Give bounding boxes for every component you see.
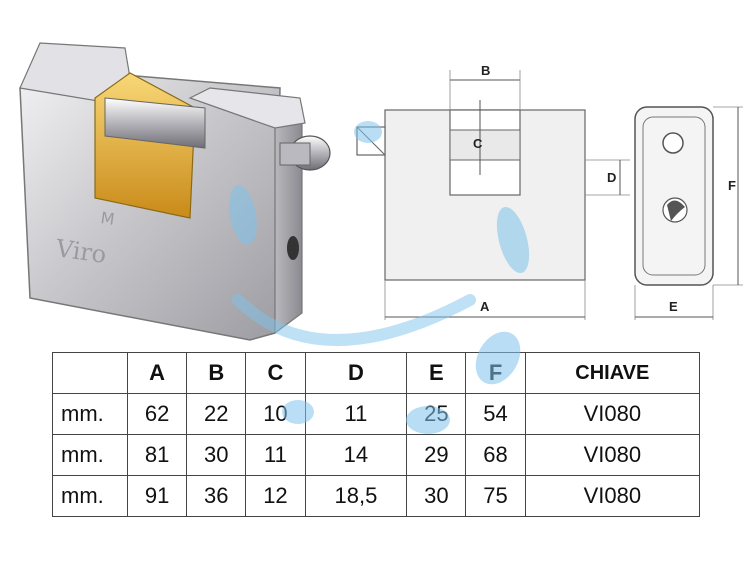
dimension-drawing: B C D A F E [356, 63, 743, 320]
dimension-label-c: C [473, 136, 483, 151]
table-cell: 14 [304, 434, 408, 476]
table-header-cell: C [245, 352, 306, 394]
dimension-label-a: A [480, 299, 490, 314]
table-cell: 54 [465, 393, 526, 435]
dimension-label-f: F [728, 178, 736, 193]
table-row: mm. 62 22 10 11 25 54 VI080 [52, 393, 701, 435]
table-cell: mm. [52, 475, 128, 517]
table-cell: 22 [186, 393, 247, 435]
dimensions-table: A B C D E F CHIAVE mm. 62 22 10 11 25 54… [52, 352, 701, 517]
table-cell: 75 [465, 475, 526, 517]
table-cell: VI080 [524, 475, 701, 517]
table-cell: 81 [126, 434, 188, 476]
table-cell: 62 [126, 393, 188, 435]
table-cell: 10 [245, 393, 306, 435]
table-cell: 11 [304, 393, 408, 435]
table-header-cell: CHIAVE [524, 352, 701, 394]
table-cell: 36 [186, 475, 247, 517]
dimension-label-e: E [669, 299, 678, 314]
table-header-row: A B C D E F CHIAVE [52, 352, 701, 394]
dimension-label-d: D [607, 170, 616, 185]
table-cell: 18,5 [304, 475, 408, 517]
table-header-cell: D [304, 352, 408, 394]
table-row: mm. 81 30 11 14 29 68 VI080 [52, 434, 701, 476]
table-cell: VI080 [524, 434, 701, 476]
table-cell: 11 [245, 434, 306, 476]
table-cell: 68 [465, 434, 526, 476]
side-view-body [634, 106, 714, 286]
table-cell: 12 [245, 475, 306, 517]
table-cell: 30 [406, 475, 467, 517]
table-row: mm. 91 36 12 18,5 30 75 VI080 [52, 475, 701, 517]
table-cell: 91 [126, 475, 188, 517]
table-cell: 30 [186, 434, 247, 476]
table-header-cell: B [186, 352, 247, 394]
table-header-cell: E [406, 352, 467, 394]
table-cell: mm. [52, 434, 128, 476]
table-header-cell [52, 352, 128, 394]
table-header-cell: F [465, 352, 526, 394]
padlock-mark-engraving: M [99, 208, 115, 229]
table-cell: VI080 [524, 393, 701, 435]
padlock-photo: Viro M [19, 42, 331, 341]
table-cell: 29 [406, 434, 467, 476]
dimension-label-b: B [481, 63, 490, 78]
table-cell: mm. [52, 393, 128, 435]
table-cell: 25 [406, 393, 467, 435]
table-header-cell: A [126, 352, 188, 394]
